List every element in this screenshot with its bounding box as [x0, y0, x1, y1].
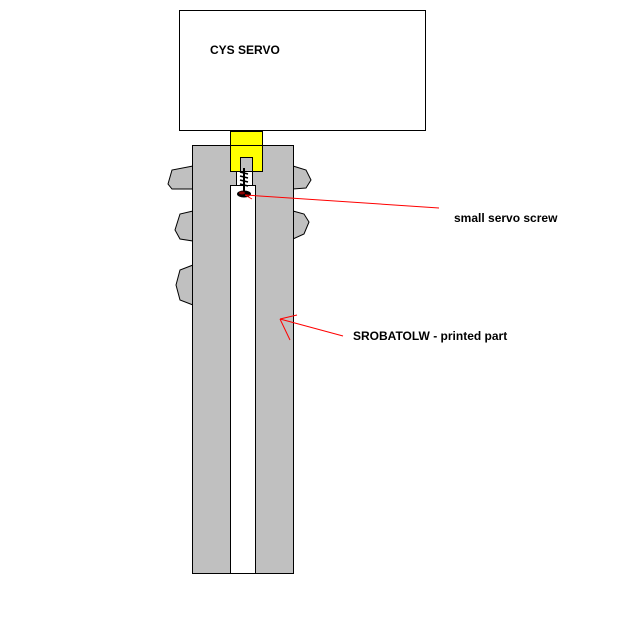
left-fin-3 [175, 264, 194, 306]
part-leader-arrow [279, 314, 344, 341]
left-fin-1 [167, 165, 194, 190]
right-fin-2 [292, 210, 310, 240]
horn-socket [230, 145, 263, 172]
screw-annotation: small servo screw [454, 211, 558, 225]
screw-leader-arrow [244, 194, 440, 209]
central-slot [230, 185, 256, 574]
servo-label: CYS SERVO [210, 43, 280, 57]
part-annotation: SROBATOLW - printed part [353, 329, 507, 343]
screw-icon [237, 168, 251, 198]
servo-body [179, 10, 426, 131]
right-fin-1 [292, 165, 312, 190]
left-fin-2 [174, 210, 194, 242]
